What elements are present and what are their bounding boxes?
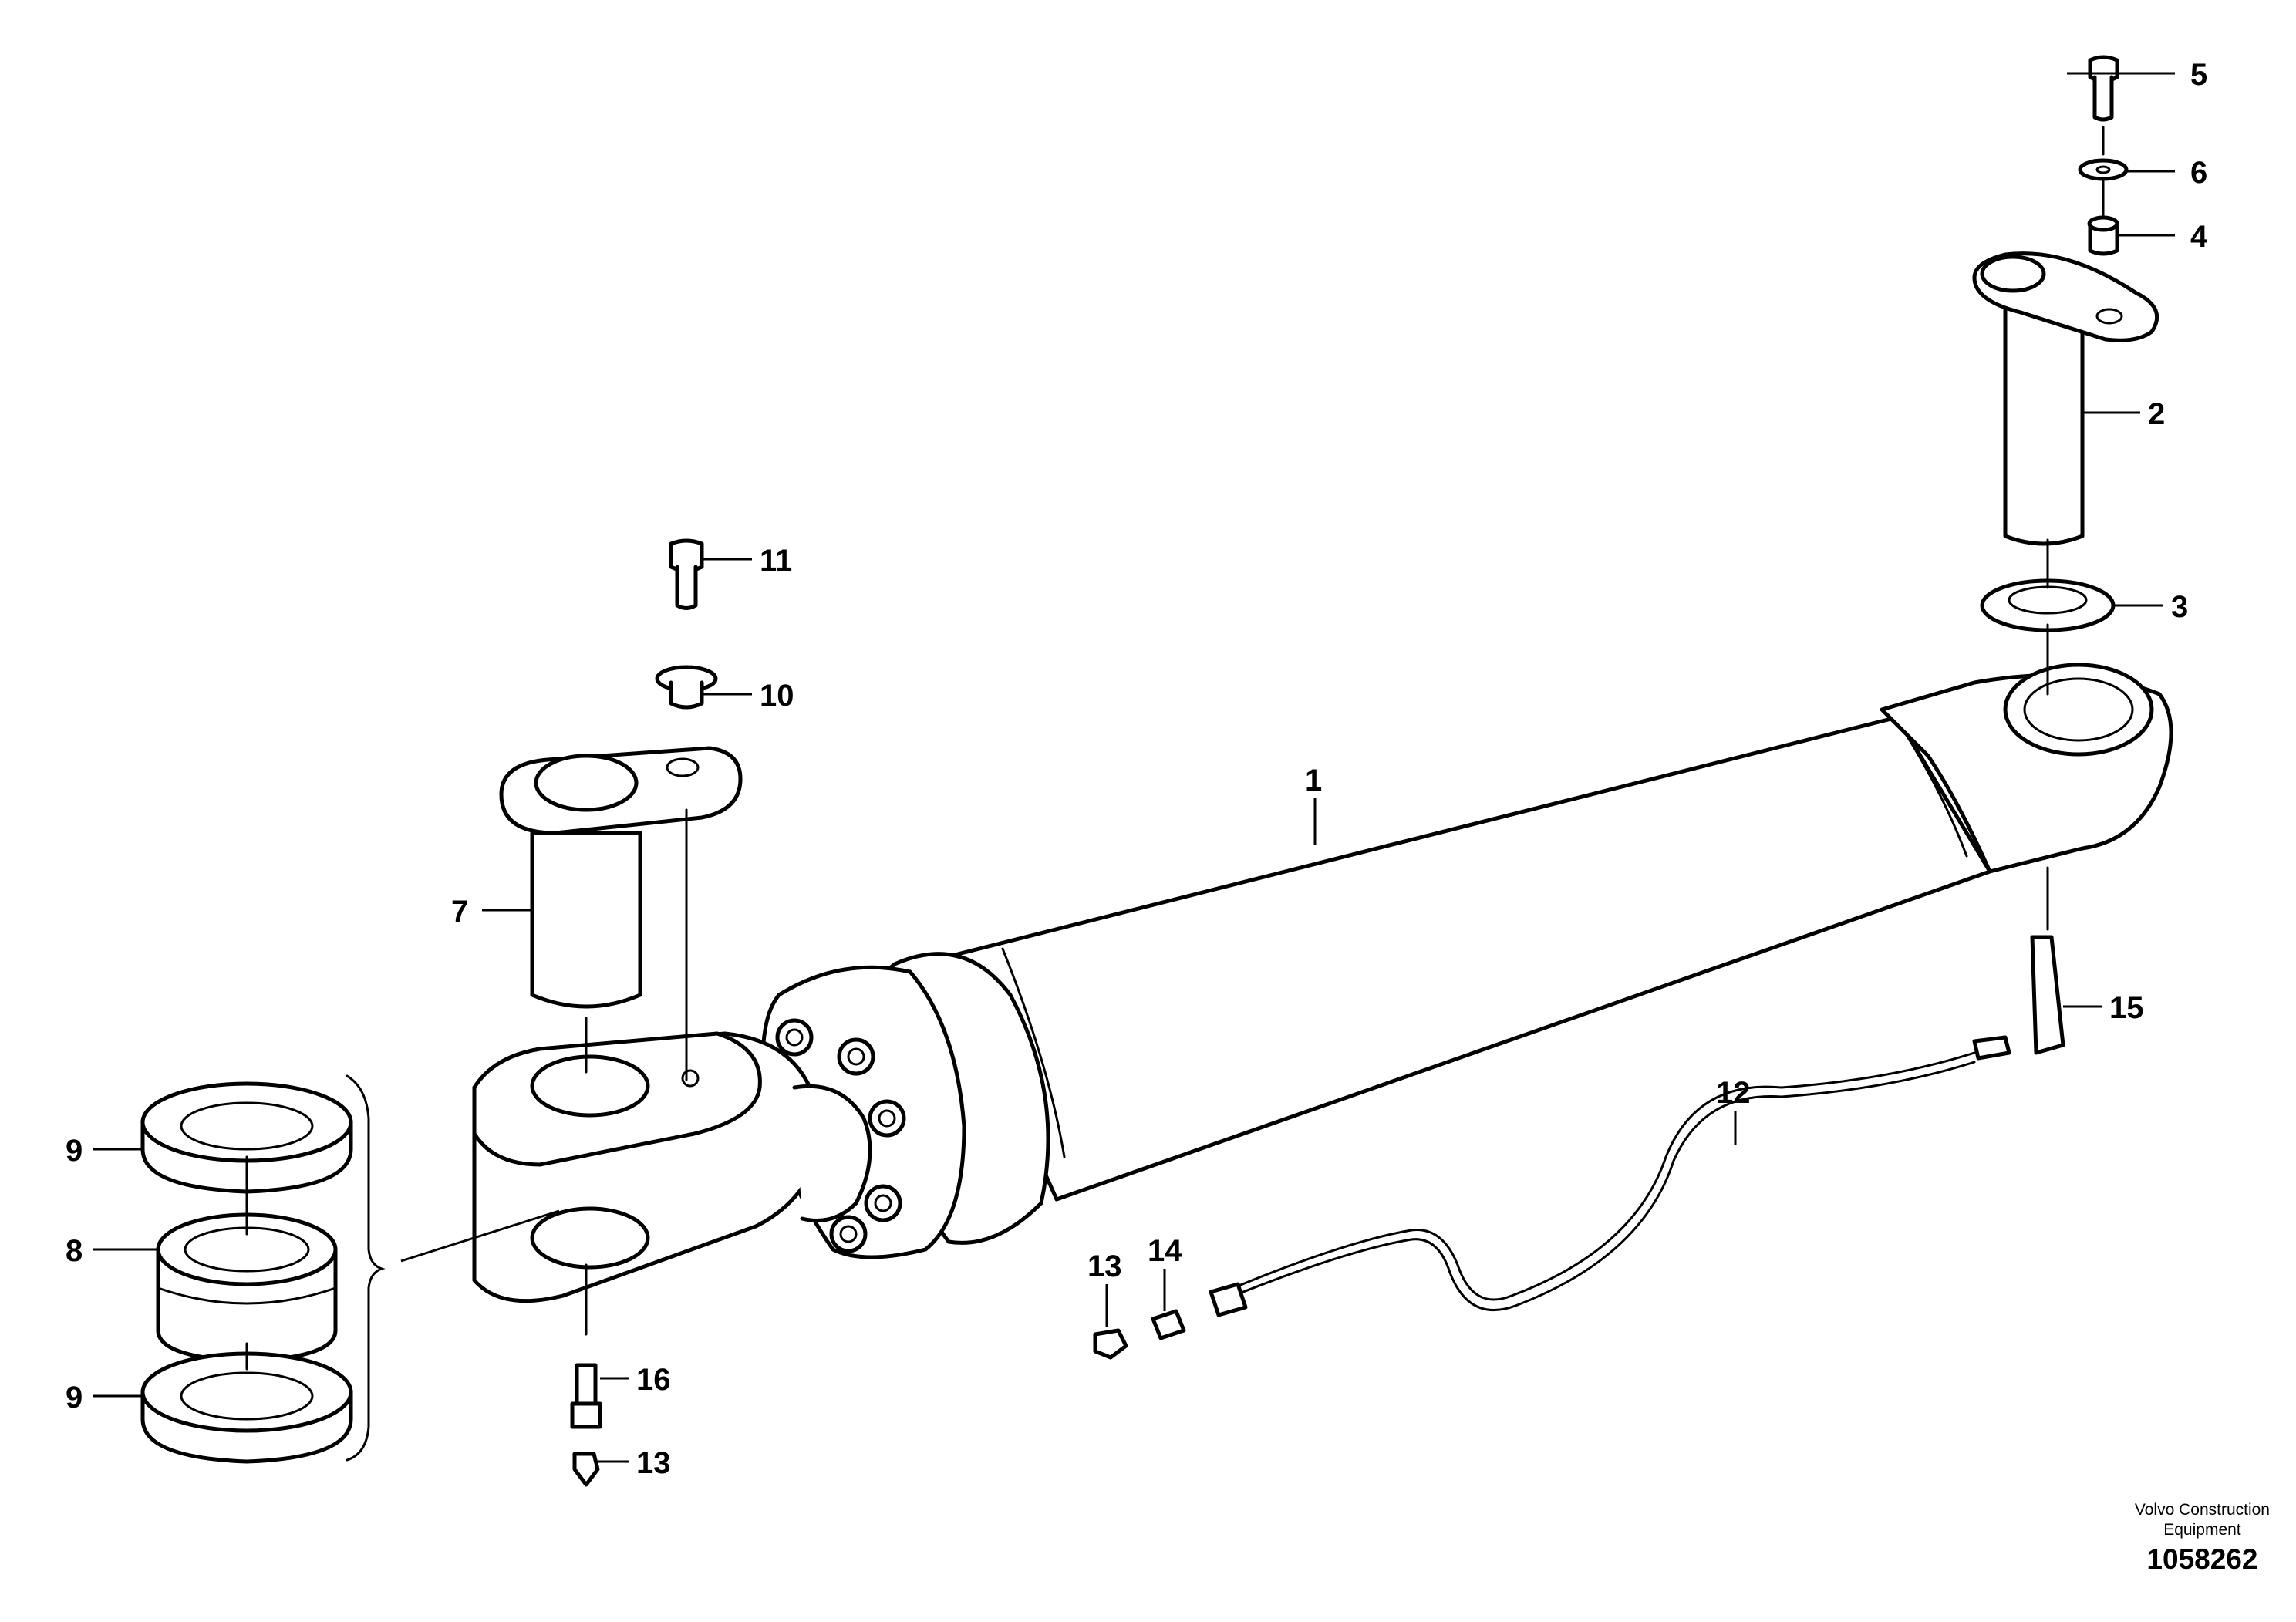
fitting-16 [570, 1363, 602, 1429]
callout-10: 10 [760, 679, 794, 713]
bearing-seal-9-bottom [140, 1351, 353, 1464]
flange-bolt [837, 1037, 875, 1076]
pin-upper-right [1972, 251, 2159, 546]
callout-16: 16 [636, 1363, 671, 1397]
sleeve-10 [655, 665, 718, 710]
callout-9-top: 9 [66, 1134, 83, 1168]
cylinder-barrel [946, 715, 1995, 1202]
callout-12: 12 [1716, 1076, 1751, 1110]
flange-bolt [868, 1099, 906, 1138]
drawing-number: 1058262 [2146, 1543, 2258, 1575]
callout-15: 15 [2109, 991, 2144, 1025]
callout-14: 14 [1148, 1234, 1182, 1268]
hose-end-fitting-15 [1972, 935, 2065, 1061]
flange-bolt [864, 1184, 902, 1222]
bearing-8 [156, 1212, 338, 1364]
grease-nipple-13-upper [1093, 1328, 1128, 1360]
callout-13-upper: 13 [1087, 1249, 1122, 1283]
bolt-5 [2088, 55, 2119, 122]
callout-2: 2 [2148, 397, 2165, 431]
credit-line-1: Volvo Construction [2134, 1501, 2270, 1519]
callout-4: 4 [2190, 220, 2208, 254]
callout-1: 1 [1305, 764, 1322, 798]
callout-7: 7 [451, 895, 468, 929]
credit-block: Volvo Construction Equipment 1058262 [2135, 1500, 2270, 1576]
hose-12 [1213, 1051, 1976, 1301]
spacer-4 [2087, 215, 2119, 256]
credit-line-2: Equipment [2163, 1521, 2241, 1539]
callout-9-bottom: 9 [66, 1381, 83, 1415]
callout-5: 5 [2190, 58, 2207, 92]
screw-11 [669, 538, 704, 610]
callout-3: 3 [2171, 590, 2188, 624]
callout-11: 11 [760, 544, 792, 578]
washer-6 [2078, 158, 2129, 181]
clevis-fork [472, 1031, 872, 1303]
hose-coupling-14 [1151, 1282, 1248, 1340]
grease-nipple-13-lower [572, 1452, 600, 1487]
callout-13-lower: 13 [636, 1446, 671, 1480]
flange-bolt [829, 1215, 868, 1253]
callout-8: 8 [66, 1234, 83, 1268]
flange-bolt [775, 1018, 814, 1057]
pin-left [499, 746, 743, 1009]
rod-eye-end [1880, 663, 2173, 874]
callout-6: 6 [2190, 156, 2207, 190]
